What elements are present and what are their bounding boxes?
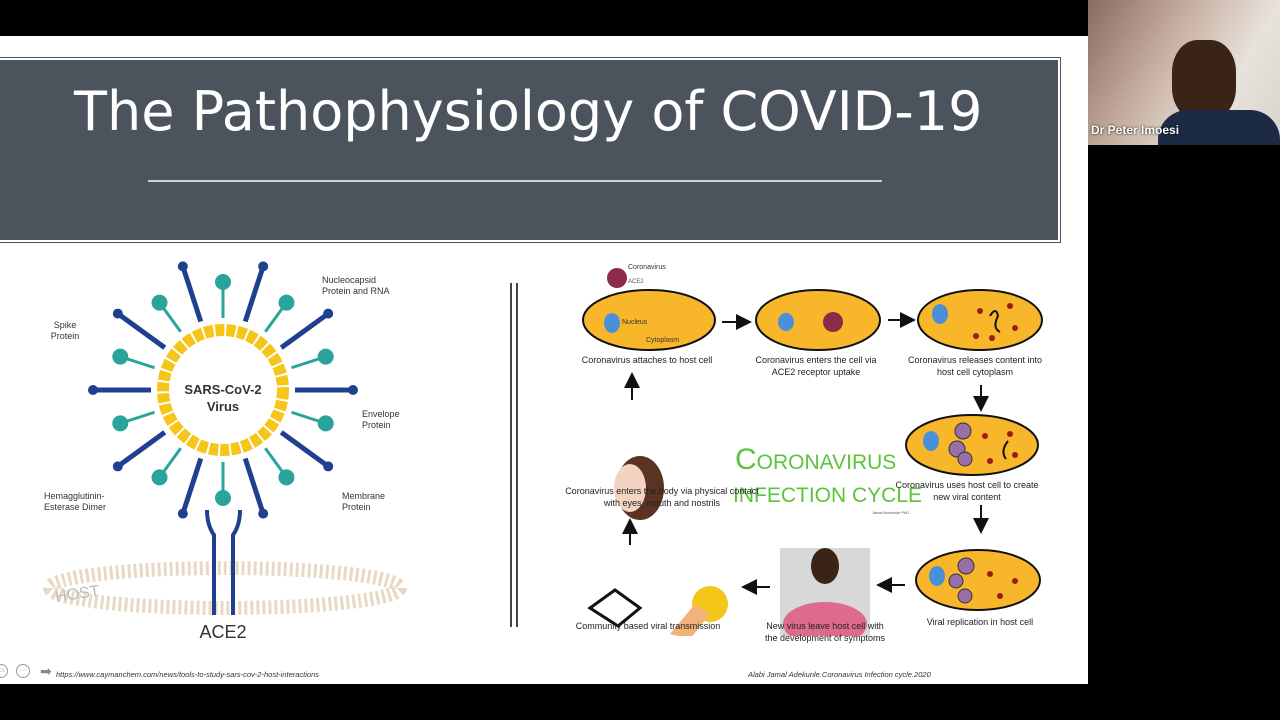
spike-head <box>317 415 334 432</box>
ace2-text: ACE2 <box>628 279 644 285</box>
virus-spike <box>180 457 204 515</box>
source-right: Alabi Jamal Adekunle.Coronavirus Infecti… <box>748 670 931 679</box>
virus-label-1: SARS-CoV-2 <box>184 382 261 397</box>
step-enter: Coronavirus enters the cell via ACE2 rec… <box>755 355 877 377</box>
step-leave: New virus leave host cell with the devel… <box>764 621 886 643</box>
ace2-label: ACE2 <box>199 622 246 642</box>
virus-label-2: Virus <box>207 399 239 414</box>
cell-create <box>905 414 1039 476</box>
step-body-entry: Coronavirus enters the body via physical… <box>565 486 759 508</box>
virus-spike <box>242 457 266 515</box>
spike-head <box>112 461 123 472</box>
spike-head <box>112 348 129 365</box>
cytoplasm-text: Cytoplasm <box>646 337 679 344</box>
slide-title: The Pathophysiology of COVID-19 <box>74 80 983 143</box>
participant-avatar <box>1172 40 1236 120</box>
spike-head <box>278 294 295 311</box>
infection-cycle-diagram: Coronavirus ACE2 Nucleus Cytoplasm Coron… <box>582 264 1043 636</box>
cycle-author: Jamal Adekunle PhD <box>872 510 909 515</box>
participant-name: Dr Peter Imoesi <box>1091 123 1180 137</box>
virus-spike <box>180 265 204 323</box>
step-replicate: Viral replication in host cell <box>926 617 1034 627</box>
nucleocapsid-label: Nucleocapsid Protein and RNA <box>322 275 390 296</box>
host-membrane <box>43 561 407 615</box>
step-release: Coronavirus releases content into host c… <box>907 355 1043 377</box>
virus-spike <box>242 265 266 323</box>
participant-video-tile[interactable]: Dr Peter Imoesi <box>1088 0 1280 145</box>
cycle-title-2: INFECTION CYCLE <box>733 484 922 507</box>
spike-head <box>258 261 269 272</box>
source-left: https://www.caymanchem.com/news/tools-to… <box>56 670 320 679</box>
presentation-slide: The Pathophysiology of COVID-19 SARS-CoV… <box>0 36 1088 684</box>
spike-head <box>151 469 168 486</box>
spike-head <box>112 308 123 319</box>
step-attach: Coronavirus attaches to host cell <box>581 355 713 365</box>
spike-head <box>151 294 168 311</box>
spike-head <box>258 508 269 519</box>
spike-head <box>177 508 188 519</box>
step-create: Coronavirus uses host cell to create new… <box>895 480 1039 502</box>
spike-head <box>323 308 334 319</box>
membrane-label: Membrane Protein <box>342 491 386 512</box>
slide-control-menu-button[interactable]: ▭ <box>0 664 8 678</box>
handshake-icon <box>587 588 643 628</box>
virus-spike <box>279 430 330 469</box>
next-slide-arrow-icon[interactable]: ➡ <box>40 663 52 679</box>
spike-head <box>317 348 334 365</box>
nucleus-text: Nucleus <box>622 319 648 326</box>
cell-attach <box>582 289 716 351</box>
spike-protein-label: Spike Protein <box>50 320 80 341</box>
cell-replicate <box>915 549 1041 611</box>
virus-spike <box>279 311 330 350</box>
virus-spike <box>116 311 167 350</box>
title-banner: The Pathophysiology of COVID-19 <box>0 57 1061 243</box>
ace2-receptor <box>205 509 242 615</box>
spike-head <box>348 385 358 395</box>
virus-diagram: SARS-CoV-2 Virus HOST ACE2 <box>43 261 407 642</box>
spike-head <box>215 274 231 290</box>
hemagglutinin-label: Hemagglutinin-Esterase Dimer <box>44 491 107 512</box>
spike-head <box>215 490 231 506</box>
virus-envelope <box>157 324 289 456</box>
spike-head <box>278 469 295 486</box>
cycle-title-1: Coronavirus <box>735 443 896 476</box>
cell-enter <box>755 289 881 351</box>
spike-head <box>323 461 334 472</box>
spike-head <box>177 261 188 272</box>
step-community: Community based viral transmission <box>575 621 721 631</box>
coronavirus-icon <box>607 268 627 288</box>
title-underline <box>148 180 882 182</box>
coronavirus-text: Coronavirus <box>628 264 666 271</box>
envelope-label: Envelope Protein <box>362 409 400 430</box>
host-label: HOST <box>54 583 101 606</box>
column-divider <box>510 283 518 627</box>
spike-head <box>88 385 98 395</box>
spike-head <box>112 415 129 432</box>
slide-control-more-button[interactable]: ··· <box>16 664 30 678</box>
virus-spike <box>116 430 167 469</box>
